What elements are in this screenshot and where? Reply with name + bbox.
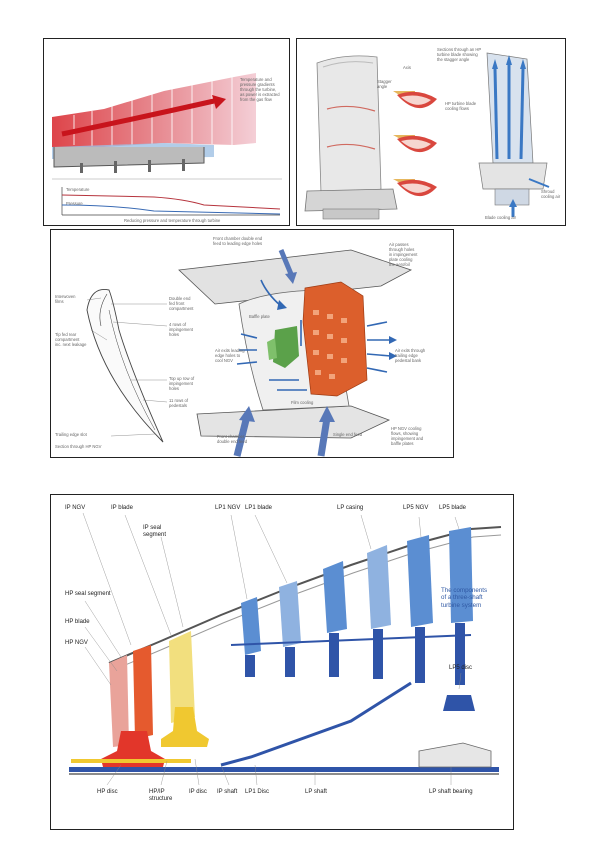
panel-three-shaft-turbine: IP NGV IP blade IP seal segment LP1 NGV … — [50, 494, 514, 830]
stagger-angle-label: Stagger angle — [377, 79, 392, 89]
three-shaft-caption: The components of a three-shaft turbine … — [441, 587, 488, 609]
lp-casing-label: LP casing — [337, 505, 364, 511]
panel-pressure-temperature: Temperature and pressure gradients throu… — [43, 38, 290, 226]
lp-shaft-bearing-label: LP shaft bearing — [429, 789, 473, 795]
air-passes-label: Air passes through holes in impingement … — [389, 242, 418, 267]
turbine-gradient-illustration — [52, 73, 282, 216]
air-exits-leading-label: Air exits leading edge holes to cool NGV — [215, 348, 245, 363]
lp5-disc-label: LP5 disc — [449, 665, 473, 671]
ip-seal-segment-label: IP seal segment — [143, 525, 167, 538]
axis-label: Axis — [403, 65, 411, 70]
trailing-edge-slot-label: Trailing edge slot — [55, 432, 87, 437]
front-chamber-top-label: Front chamber double end feed to leading… — [213, 236, 263, 246]
three-shaft-turbine-illustration — [69, 512, 502, 786]
gradient-note: Temperature and pressure gradients throu… — [240, 77, 280, 102]
lp-shaft-label: LP shaft — [305, 789, 327, 795]
gradient-caption: Reducing pressure and temperature throug… — [124, 218, 221, 223]
ngv-caption: HP NGV cooling flows, showing impingemen… — [391, 426, 424, 446]
lp1-ngv-label: LP1 NGV — [215, 505, 241, 511]
lp1-disc-label: LP1 Disc — [245, 789, 270, 795]
shroud-cooling-label: Shroud cooling air — [541, 189, 561, 199]
single-end-feed-label: Single end feed — [333, 432, 363, 437]
top-up-label: Top up row of impingement holes — [169, 376, 195, 391]
double-end-label: Double end fed front compartment — [169, 296, 194, 311]
eleven-rows-label: 11 rows of pedestals — [169, 398, 189, 408]
cooling-flows-label: HP turbine blade cooling flows — [445, 101, 477, 111]
hp-seal-segment-label: HP seal segment — [65, 591, 111, 597]
interwoven-films-label: Interwoven films — [55, 294, 76, 304]
hp-ngv-illustration — [86, 249, 413, 457]
section-note: Sections through an HP turbine blade sho… — [437, 47, 482, 62]
four-rows-label: 4 rows of impingement holes — [169, 322, 193, 337]
ip-blade-label: IP blade — [111, 505, 133, 511]
air-exits-trailing-label: Air exits through trailing edge pedestal… — [395, 348, 426, 363]
blade-cooling-label: Blade cooling air — [485, 215, 516, 220]
front-chamber-bottom-label: Front chamber double end feed — [217, 434, 248, 444]
panel-hp-ngv-cooling: Front chamber double end feed to leading… — [50, 229, 454, 458]
hp-ngv-label: HP NGV — [65, 640, 88, 646]
tip-fed-label: Tip fed rear compartment inc. next leaka… — [55, 332, 87, 347]
hp-blade-label: HP blade — [65, 619, 90, 625]
legend-pressure: Pressure — [66, 201, 83, 206]
hp-blade-illustration — [304, 52, 550, 220]
section-caption: Section through HP NGV — [55, 444, 102, 449]
lp5-ngv-label: LP5 NGV — [403, 505, 429, 511]
ip-ngv-label: IP NGV — [65, 505, 86, 511]
film-cooling-label: Film cooling — [291, 400, 314, 405]
hp-disc-label: HP disc — [97, 789, 118, 795]
lp1-blade-label: LP1 blade — [245, 505, 273, 511]
legend-temperature: Temperature — [66, 187, 90, 192]
baffle-plate-label: Baffle plate — [249, 314, 270, 319]
ip-shaft-label: IP shaft — [217, 789, 238, 795]
lp5-blade-label: LP5 blade — [439, 505, 467, 511]
ip-disc-label: IP disc — [189, 789, 207, 795]
hp-ip-structure-label: HP/IP structure — [149, 789, 173, 802]
panel-hp-blade: Sections through an HP turbine blade sho… — [296, 38, 566, 226]
